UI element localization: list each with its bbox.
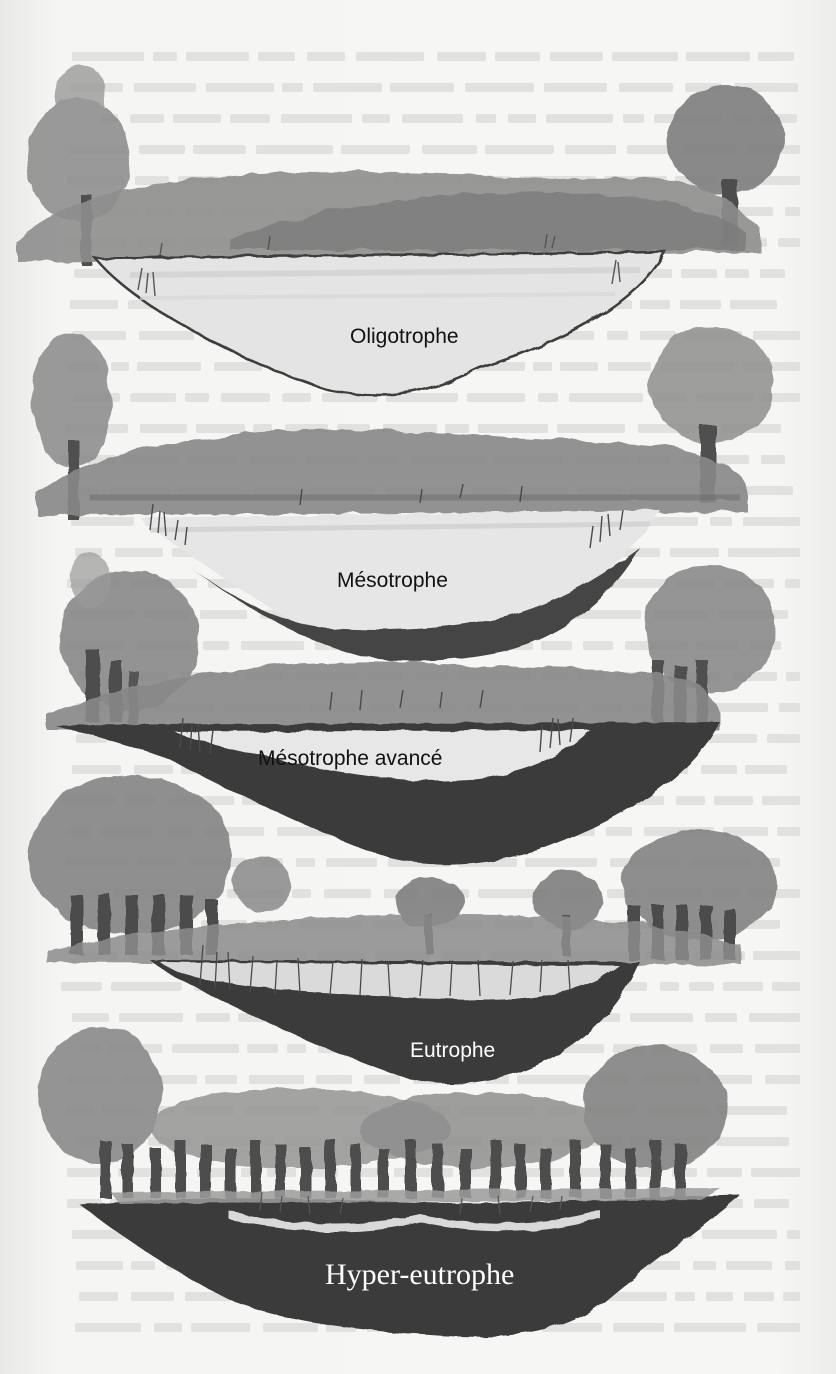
- stage-label: Eutrophe: [410, 1039, 495, 1062]
- stage-label: Mésotrophe: [337, 569, 448, 592]
- tree-trunk: [275, 1144, 286, 1198]
- tree-trunk: [350, 1144, 361, 1198]
- tree-trunk: [225, 1148, 236, 1198]
- stage-hyper-eutrophe: Hyper-eutrophe: [38, 1027, 740, 1337]
- stage-label: Mésotrophe avancé: [258, 747, 442, 770]
- tree-trunk: [490, 1140, 501, 1198]
- tree-trunk: [175, 1140, 186, 1198]
- tree-trunk: [405, 1140, 416, 1198]
- tree-trunk: [122, 1144, 133, 1198]
- tree-trunk: [300, 1148, 311, 1198]
- tree-trunk: [150, 1148, 161, 1198]
- tree-trunk: [325, 1140, 336, 1198]
- tree-trunk: [200, 1144, 211, 1198]
- stage-label: Oligotrophe: [350, 325, 459, 348]
- tree-trunk: [100, 1140, 111, 1198]
- stage-label: Hyper-eutrophe: [325, 1258, 514, 1291]
- tree-trunk: [250, 1140, 261, 1198]
